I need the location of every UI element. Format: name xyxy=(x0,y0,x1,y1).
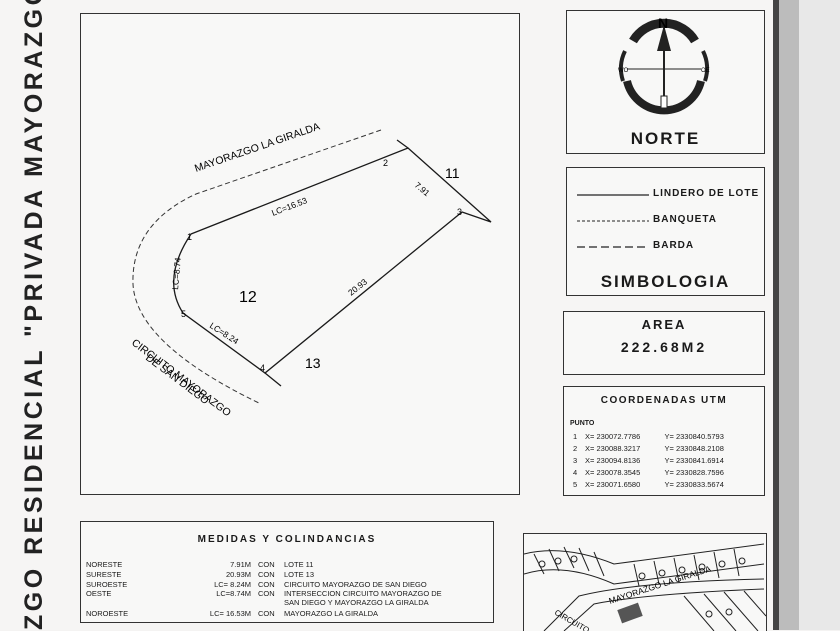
boundary-extension-4 xyxy=(264,372,282,387)
sidewalk-line xyxy=(132,129,382,405)
dim-side-34: 20.93 xyxy=(346,276,369,297)
lot-plan-drawing: MAYORAZGO LA GIRALDA CIRCUITO MAYORAZGO … xyxy=(129,121,492,419)
lot-number-11: 11 xyxy=(445,165,460,181)
punto-label: PUNTO xyxy=(570,420,595,427)
point-5: 5 xyxy=(181,309,186,319)
legend-item-lindero: LINDERO DE LOTE xyxy=(653,188,760,199)
legend-lines xyxy=(577,194,649,248)
dim-side-23: 7.91 xyxy=(413,180,432,198)
compass-icon: N WO OE xyxy=(618,15,710,115)
legend-item-barda: BARDA xyxy=(653,240,695,251)
street-bottom-label-2: DE SAN DIEGO xyxy=(143,352,211,407)
boundaries-title: MEDIDAS Y COLINDANCIAS xyxy=(197,534,377,545)
vertical-project-title: ZGO RESIDENCIAL "PRIVADA MAYORAZGO DE xyxy=(20,0,48,630)
east-label: OE xyxy=(701,68,710,74)
location-map-drawing: MAYORAZGO LA GIRALDA CIRCUITO xyxy=(524,543,766,631)
boundary-extension-2 xyxy=(396,139,409,149)
map-street-a: MAYORAZGO LA GIRALDA xyxy=(608,563,713,606)
point-2: 2 xyxy=(383,158,388,168)
north-label: NORTE xyxy=(630,129,701,148)
coordinates-title: COORDENADAS UTM xyxy=(600,395,728,406)
lot-number-main: 12 xyxy=(239,289,257,306)
point-4: 4 xyxy=(260,363,265,373)
point-1: 1 xyxy=(187,232,192,242)
dim-lc-left: LC=8.74 xyxy=(170,257,183,290)
legend-panel: LINDERO DE LOTE BANQUETA BARDA SIMBOLOGI… xyxy=(566,167,765,296)
west-label: WO xyxy=(618,68,629,74)
dim-lc-top: LC=16.53 xyxy=(270,195,308,218)
north-letter: N xyxy=(658,15,668,31)
lot-number-13: 13 xyxy=(305,355,321,371)
area-title: AREA xyxy=(641,317,687,332)
location-map-thumbnail: MAYORAZGO LA GIRALDA CIRCUITO xyxy=(523,533,767,631)
point-3: 3 xyxy=(457,207,462,217)
area-panel: AREA 222.68M2 xyxy=(563,311,765,375)
area-value: 222.68M2 xyxy=(620,339,708,355)
north-arrow-panel: N WO OE NORTE xyxy=(566,10,765,154)
lot-plan-panel: MAYORAZGO LA GIRALDA CIRCUITO MAYORAZGO … xyxy=(80,13,520,495)
legend-item-banqueta: BANQUETA xyxy=(653,214,717,225)
street-top-label: MAYORAZGO LA GIRALDA xyxy=(193,121,321,175)
legend-title: SIMBOLOGIA xyxy=(600,272,731,291)
lot-boundary xyxy=(173,147,492,374)
page-edge-shadow xyxy=(773,0,840,630)
